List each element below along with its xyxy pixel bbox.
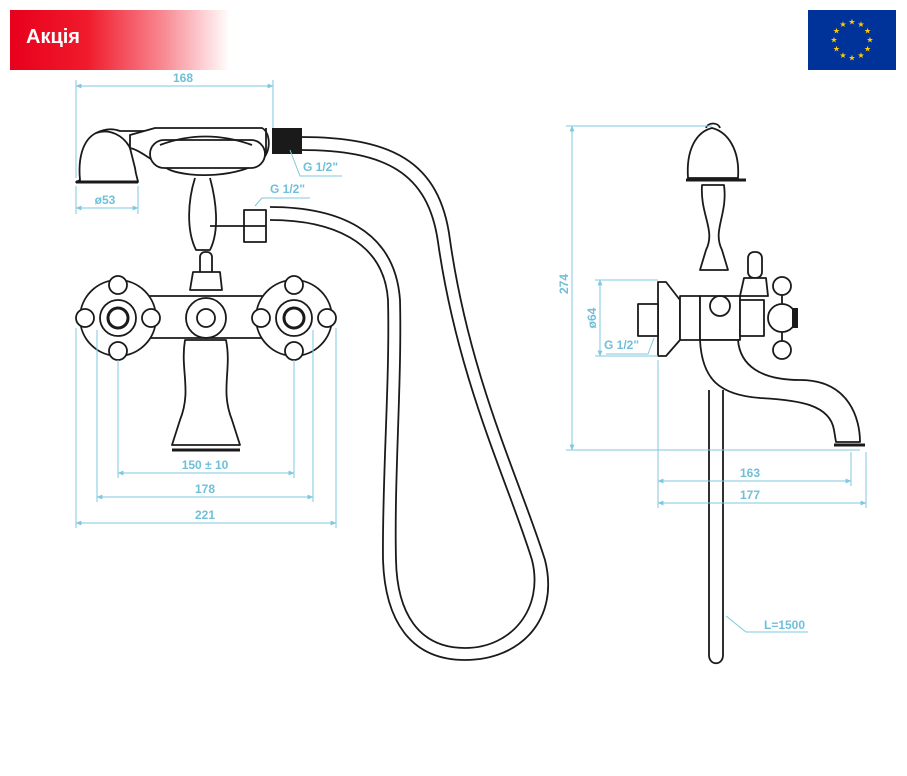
promo-badge: Акція: [10, 10, 230, 70]
eu-star-icon: ★: [830, 36, 837, 45]
handle-left: [75, 275, 161, 361]
dim-163: 163: [740, 466, 760, 480]
eu-star-icon: ★: [866, 36, 873, 45]
eu-flag-icon: ★★★★★★★★★★★★: [808, 10, 896, 70]
front-dimensions: [75, 80, 342, 528]
eu-star-icon: ★: [864, 27, 871, 36]
eu-star-icon: ★: [857, 51, 864, 60]
thread-inlet: G 1/2": [604, 338, 639, 352]
side-hose: [708, 390, 724, 665]
thread-outlet: G 1/2": [270, 182, 305, 196]
eu-star-icon: ★: [857, 20, 864, 29]
dim-flange-diameter: ø64: [585, 307, 599, 328]
side-dimensions: [566, 125, 867, 633]
dim-177: 177: [740, 488, 760, 502]
handle-right: [251, 275, 337, 361]
front-view: [75, 127, 550, 661]
dim-178: 178: [195, 482, 215, 496]
dim-168: 168: [173, 71, 193, 85]
eu-stars: ★★★★★★★★★★★★: [830, 18, 873, 63]
hose-length: L=1500: [764, 618, 805, 632]
eu-star-icon: ★: [833, 45, 840, 54]
side-view: [637, 122, 865, 665]
eu-star-icon: ★: [848, 54, 855, 63]
eu-star-icon: ★: [833, 27, 840, 36]
hose-inner: [269, 149, 536, 649]
thread-handshower: G 1/2": [303, 160, 338, 174]
cradle-stem: [188, 177, 217, 251]
wall-flange: [657, 281, 681, 357]
eu-star-icon: ★: [839, 20, 846, 29]
eu-star-icon: ★: [864, 45, 871, 54]
promo-badge-label: Акція: [26, 26, 80, 48]
side-shower-head: [686, 127, 740, 179]
side-stem: [699, 184, 729, 271]
side-body: [699, 295, 741, 341]
side-spout: [699, 339, 861, 443]
dim-centers: 150 ± 10: [182, 458, 229, 472]
eu-star-icon: ★: [848, 18, 855, 27]
dim-head-diameter: ø53: [95, 193, 116, 207]
dim-221: 221: [195, 508, 215, 522]
hose-outer: [269, 136, 550, 661]
dim-274: 274: [557, 274, 571, 294]
spout: [171, 339, 241, 446]
eu-star-icon: ★: [839, 51, 846, 60]
shower-head: [75, 130, 139, 183]
